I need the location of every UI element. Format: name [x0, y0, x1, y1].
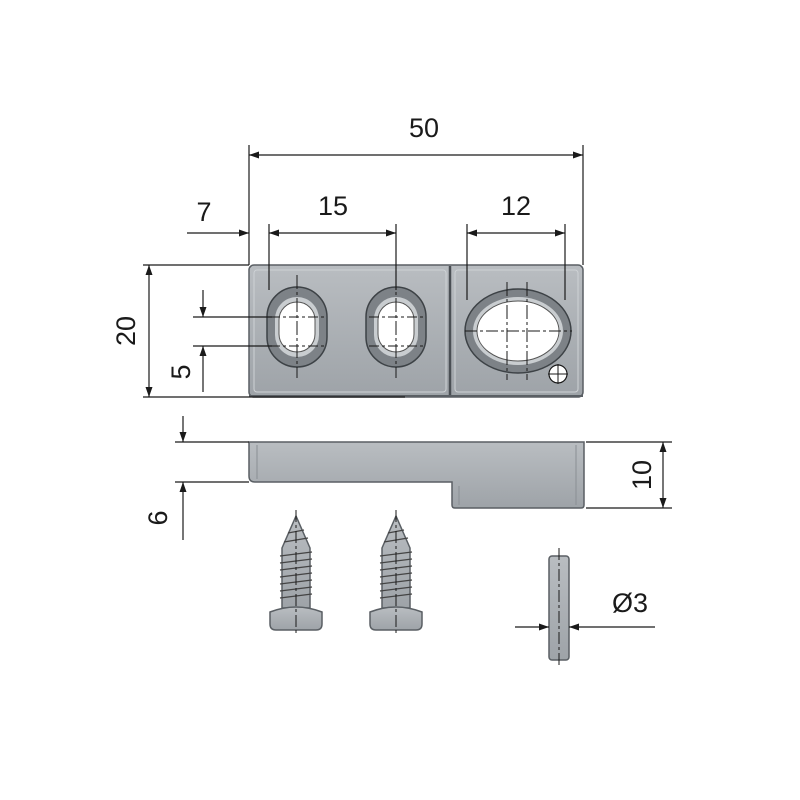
dim-slot-spacing: 15 — [318, 191, 348, 221]
screw-slot-middle — [365, 275, 427, 378]
dim-total-width: 50 — [409, 113, 439, 143]
screw-left — [269, 510, 323, 634]
dim-slot-length: 5 — [166, 364, 196, 379]
dim-hole-width: 12 — [501, 191, 531, 221]
oval-hole — [464, 282, 572, 380]
pin-hole — [548, 364, 568, 384]
dimension-lines — [143, 145, 672, 631]
screw-middle — [369, 510, 423, 634]
dim-step-height: 6 — [143, 510, 173, 525]
dim-pin-diameter: Ø3 — [612, 588, 648, 618]
dim-edge-offset: 7 — [196, 197, 211, 227]
side-view-profile — [248, 441, 585, 509]
dim-side-thickness: 10 — [627, 460, 657, 490]
dim-height: 20 — [111, 316, 141, 346]
dowel-pin — [548, 548, 570, 668]
screw-slot-left — [266, 275, 328, 378]
